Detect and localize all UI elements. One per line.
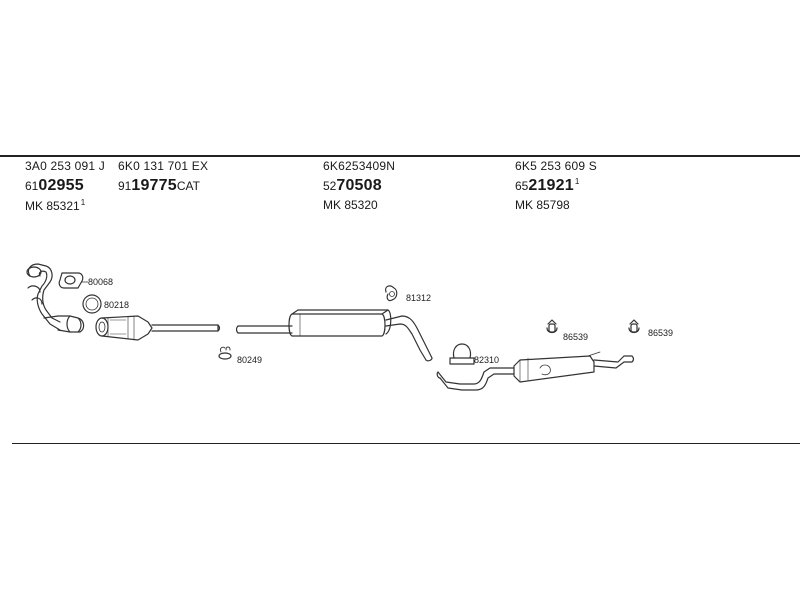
clamp-82310 [449, 343, 475, 365]
part-number-prefix: 65 [515, 179, 529, 193]
part-number-prefix: 91 [118, 179, 132, 193]
part-number-main: 19775 [131, 177, 177, 194]
part-number-main: 70508 [336, 177, 382, 194]
part-number-suffix: CAT [176, 179, 200, 193]
part-number: 65219211 [515, 178, 597, 194]
mounting-kit: MK 85320 [323, 199, 395, 211]
part-number-prefix: 61 [25, 179, 39, 193]
middle-silencer [235, 309, 433, 362]
rear-silencer [436, 351, 635, 391]
seal-ring-80218 [82, 294, 102, 314]
mounting-kit: MK 85798 [515, 199, 597, 211]
catalytic-converter-info: 6K0 131 701 EX 9119775CAT [118, 160, 208, 194]
hanger-81312 [385, 285, 398, 302]
clamp-82310-label: 82310 [474, 355, 499, 365]
middle-silencer-info: 6K6253409N 5270508 MK 85320 [323, 160, 395, 211]
gasket-80068 [58, 272, 84, 289]
bottom-divider [12, 443, 800, 444]
mounting-kit-number: MK 85320 [323, 198, 378, 212]
front-pipe [26, 263, 85, 333]
part-number: 6102955 [25, 178, 105, 194]
mounting-kit: MK 853211 [25, 198, 105, 213]
part-number-note: 1 [574, 177, 580, 186]
catalytic-converter [95, 315, 221, 341]
rear-silencer-info: 6K5 253 609 S 65219211 MK 85798 [515, 160, 597, 211]
oe-number: 6K5 253 609 S [515, 159, 598, 173]
gasket-80068-label: 80068 [88, 277, 113, 287]
oe-number: 6K0 131 701 EX [118, 159, 209, 173]
hanger-86539-b-label: 86539 [648, 328, 673, 338]
clamp-80249-label: 80249 [237, 355, 262, 365]
hanger-86539-a-label: 86539 [563, 332, 588, 342]
hanger-86539-b [628, 319, 640, 334]
hanger-86539-a [546, 319, 558, 334]
mounting-kit-number: MK 85321 [25, 199, 80, 213]
hanger-81312-label: 81312 [406, 293, 431, 303]
clamp-80249 [218, 346, 232, 360]
mounting-kit-number: MK 85798 [515, 198, 570, 212]
oe-number: 3A0 253 091 J [25, 159, 105, 173]
part-number: 9119775CAT [118, 178, 208, 194]
part-number-main: 02955 [38, 177, 84, 194]
oe-number: 6K6253409N [323, 159, 396, 173]
part-number-prefix: 52 [323, 179, 337, 193]
part-number: 5270508 [323, 178, 395, 194]
top-divider [0, 155, 800, 157]
mounting-kit-note: 1 [80, 198, 86, 207]
front-pipe-info: 3A0 253 091 J 6102955 MK 853211 [25, 160, 105, 212]
part-number-main: 21921 [528, 177, 574, 194]
seal-ring-80218-label: 80218 [104, 300, 129, 310]
